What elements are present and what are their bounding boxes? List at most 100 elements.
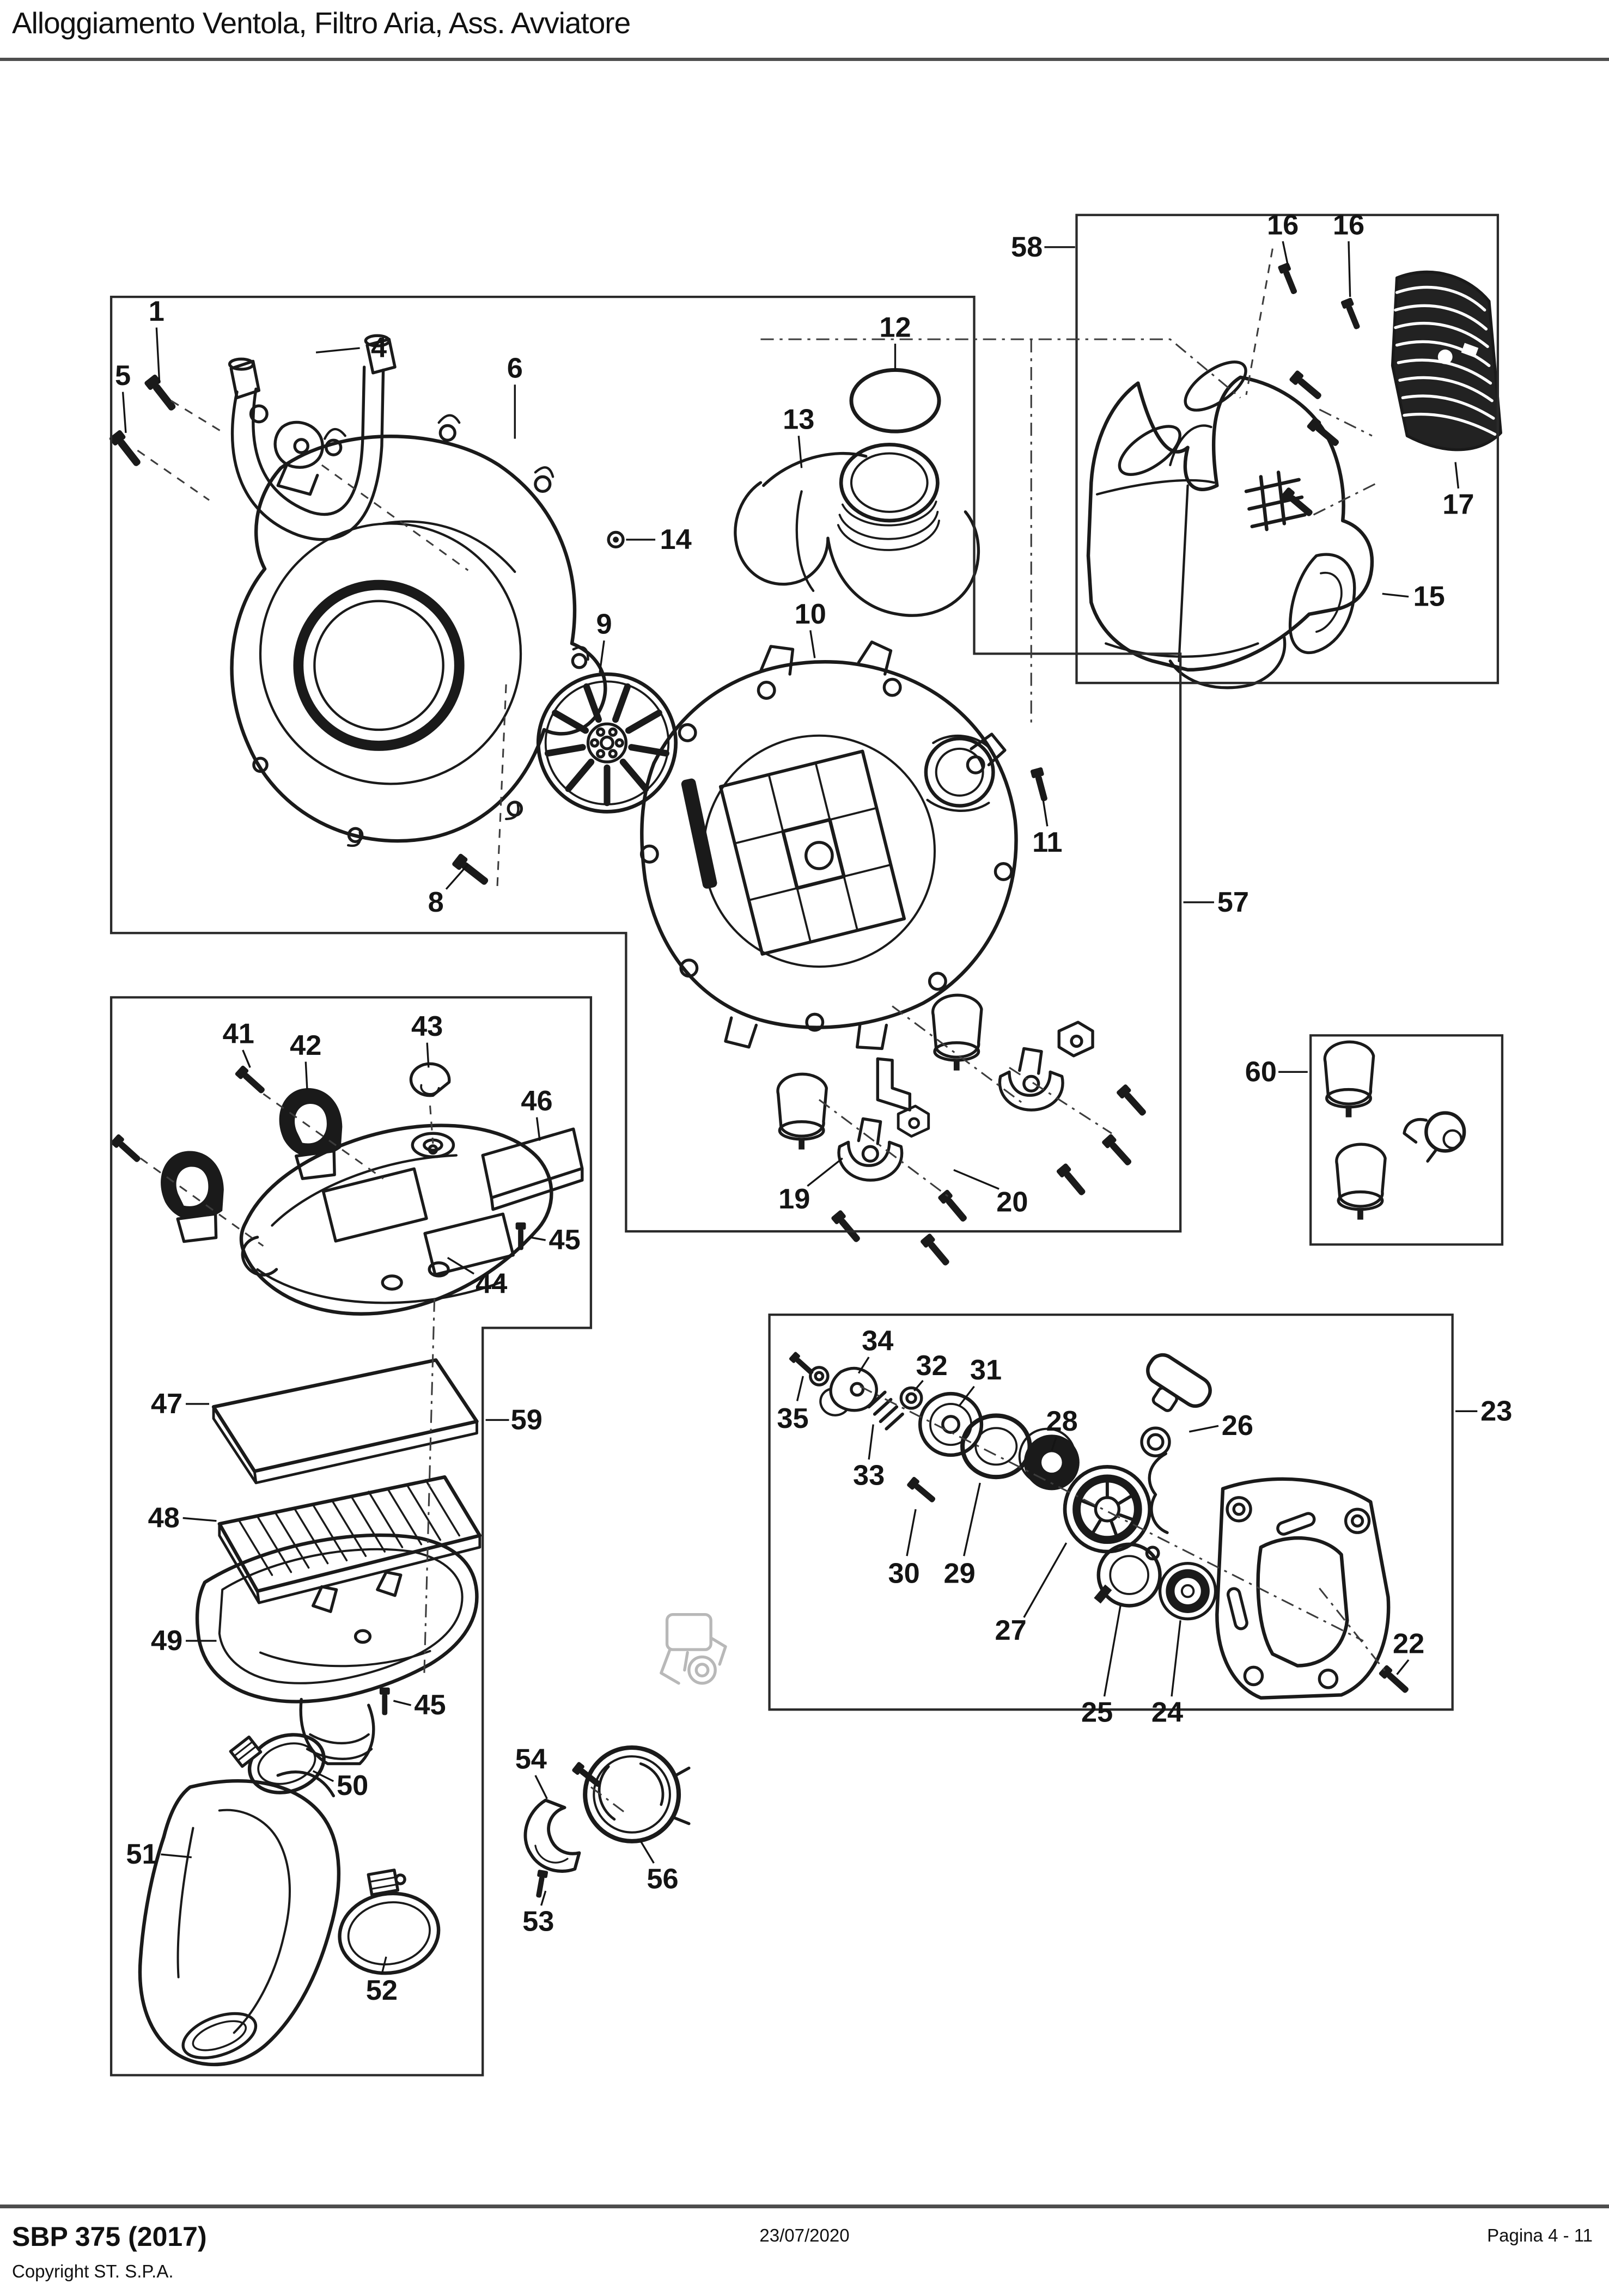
callout-leader-30 xyxy=(906,1509,917,1556)
callout-leader-32 xyxy=(913,1379,924,1391)
footer-model: SBP 375 (2017) xyxy=(12,2221,207,2252)
callout-number-9: 9 xyxy=(596,609,612,640)
group-box-59 xyxy=(109,996,593,2077)
callout-number-12: 12 xyxy=(879,312,911,344)
bolt-41 xyxy=(234,1065,267,1096)
part-starter-housing xyxy=(1215,1477,1391,1700)
callout-number-56: 56 xyxy=(647,1864,678,1895)
callout-number-46: 46 xyxy=(521,1085,552,1117)
callout-leader-43 xyxy=(426,1042,430,1068)
callout-number-33: 33 xyxy=(853,1460,885,1492)
group-box-58 xyxy=(1075,213,1500,685)
callout-number-54: 54 xyxy=(515,1743,547,1775)
callout-number-24: 24 xyxy=(1151,1697,1183,1729)
callout-leader-34 xyxy=(857,1357,870,1374)
callout-number-10: 10 xyxy=(795,599,826,630)
alignment-dash-line-2 xyxy=(321,464,469,571)
callout-number-14: 14 xyxy=(660,524,692,555)
part-intake-duct-51 xyxy=(138,1770,341,2067)
callout-leader-51 xyxy=(161,1853,192,1859)
callout-leader-46 xyxy=(535,1117,541,1141)
bolt-53 xyxy=(532,1868,550,1900)
callout-number-29: 29 xyxy=(944,1558,976,1589)
callout-number-11: 11 xyxy=(1032,827,1062,858)
part-clamp-shell-54 xyxy=(523,1798,581,1873)
alignment-dash-line-0 xyxy=(170,400,224,434)
group-box-57 xyxy=(109,295,1182,1233)
part-clamp-52 xyxy=(338,1868,441,1975)
callout-number-13: 13 xyxy=(783,404,814,436)
part-oring-12 xyxy=(849,368,941,433)
part-carburetor-ghost xyxy=(660,1613,727,1685)
callout-number-16: 16 xyxy=(1333,210,1364,241)
callout-leader-35 xyxy=(796,1376,804,1401)
callout-leader-44 xyxy=(447,1256,474,1275)
part-damper-cluster xyxy=(778,995,1149,1268)
callout-number-50: 50 xyxy=(337,1770,368,1802)
callout-number-27: 27 xyxy=(995,1615,1027,1646)
callout-number-4: 4 xyxy=(371,332,387,364)
callout-leader-11 xyxy=(1042,798,1049,827)
alignment-dash-line-1 xyxy=(137,449,210,501)
callout-leader-42 xyxy=(304,1061,308,1090)
callout-number-25: 25 xyxy=(1081,1697,1113,1729)
alignment-dash-line-4 xyxy=(1245,248,1273,395)
callout-number-41: 41 xyxy=(223,1018,254,1050)
callout-leader-28 xyxy=(1051,1437,1057,1451)
alignment-dash-line-5 xyxy=(263,1093,384,1180)
part-pawl-34 xyxy=(819,1366,878,1416)
footer-rule xyxy=(0,2205,1609,2208)
bolt-5 xyxy=(108,429,144,469)
assembly-axis-line-2 xyxy=(1319,408,1373,437)
callout-leader-5 xyxy=(121,392,127,433)
callout-number-45: 45 xyxy=(414,1689,446,1721)
bolt-42 xyxy=(110,1134,143,1165)
assembly-axis-line-0 xyxy=(760,338,1241,399)
callout-leader-33 xyxy=(868,1424,874,1460)
bolt-45a xyxy=(514,1221,527,1251)
callout-leader-54 xyxy=(534,1775,548,1799)
group-box-23 xyxy=(768,1313,1454,1711)
assembly-axis-line-4 xyxy=(892,1005,1025,1105)
part-prefilter-46 xyxy=(481,1127,584,1211)
bolt-cover-2 xyxy=(1306,417,1342,449)
callout-leader-45 xyxy=(529,1236,546,1241)
part-fan-wheel xyxy=(536,672,678,814)
callout-leader-9 xyxy=(599,640,605,673)
callout-number-53: 53 xyxy=(522,1906,554,1938)
part-starter-handle-26 xyxy=(1140,1353,1212,1534)
callout-leader-1 xyxy=(155,327,161,383)
group-box-60 xyxy=(1309,1034,1504,1246)
part-grommet-14-center xyxy=(613,536,619,543)
part-rear-housing xyxy=(639,640,1018,1051)
assembly-axis-line-9 xyxy=(590,1786,627,1815)
callout-number-15: 15 xyxy=(1413,581,1445,613)
callout-leader-56 xyxy=(639,1840,655,1864)
part-intake-cover-56 xyxy=(583,1745,691,1843)
callout-number-48: 48 xyxy=(148,1502,180,1534)
callout-number-32: 32 xyxy=(916,1350,948,1382)
callout-leader-31 xyxy=(959,1385,975,1406)
footer-copyright: Copyright ST. S.P.A. xyxy=(12,2261,174,2281)
callout-number-43: 43 xyxy=(411,1011,443,1042)
callout-number-6: 6 xyxy=(507,353,523,384)
part-engine-cover xyxy=(1086,361,1374,689)
callout-number-58: 58 xyxy=(1011,231,1043,263)
callout-number-59: 59 xyxy=(511,1404,543,1436)
page-title: Alloggiamento Ventola, Filtro Aria, Ass.… xyxy=(12,6,631,40)
callout-leader-50 xyxy=(312,1770,334,1782)
callout-number-35: 35 xyxy=(777,1403,808,1434)
callout-number-23: 23 xyxy=(1480,1395,1512,1427)
part-grommet-14 xyxy=(607,530,625,549)
footer-page-number: Pagina 4 - 11 xyxy=(1487,2225,1593,2245)
callout-leader-45 xyxy=(393,1700,412,1706)
part-clamp-50 xyxy=(229,1733,326,1794)
bolt-30 xyxy=(906,1476,938,1506)
callout-leader-8 xyxy=(445,863,469,890)
callout-number-8: 8 xyxy=(428,887,444,918)
callout-leader-41 xyxy=(242,1049,251,1068)
bolt-1 xyxy=(144,374,180,414)
callout-number-30: 30 xyxy=(888,1558,919,1589)
